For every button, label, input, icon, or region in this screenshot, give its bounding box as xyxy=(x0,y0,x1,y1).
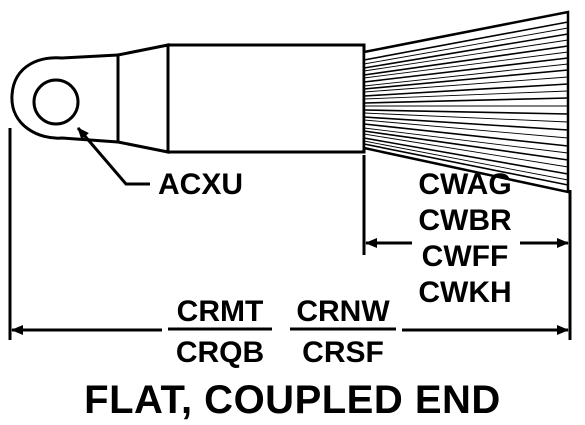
terminal-hole xyxy=(32,78,80,126)
overall-code-left-bottom: CRQB xyxy=(175,336,265,369)
ring-terminal xyxy=(10,53,120,144)
callout-leader xyxy=(76,127,150,186)
diagram-title: FLAT, COUPLED END xyxy=(84,378,501,422)
overall-code-right-bottom: CRSF xyxy=(302,336,384,369)
brush-code-4: CWKH xyxy=(418,276,512,309)
brush-code-3: CWFF xyxy=(421,240,509,273)
brush-code-list: CWAG CWBR CWFF CWKH xyxy=(410,170,520,314)
brush-code-2: CWBR xyxy=(418,204,512,237)
brush-bristles xyxy=(362,10,570,194)
brush-code-1: CWAG xyxy=(418,168,512,201)
ferrule-body xyxy=(166,43,366,154)
taper-section xyxy=(116,43,170,154)
callout-label: ACXU xyxy=(158,168,244,201)
overall-code-left-top: CRMT xyxy=(176,295,264,328)
overall-code-right-top: CRNW xyxy=(296,295,390,328)
